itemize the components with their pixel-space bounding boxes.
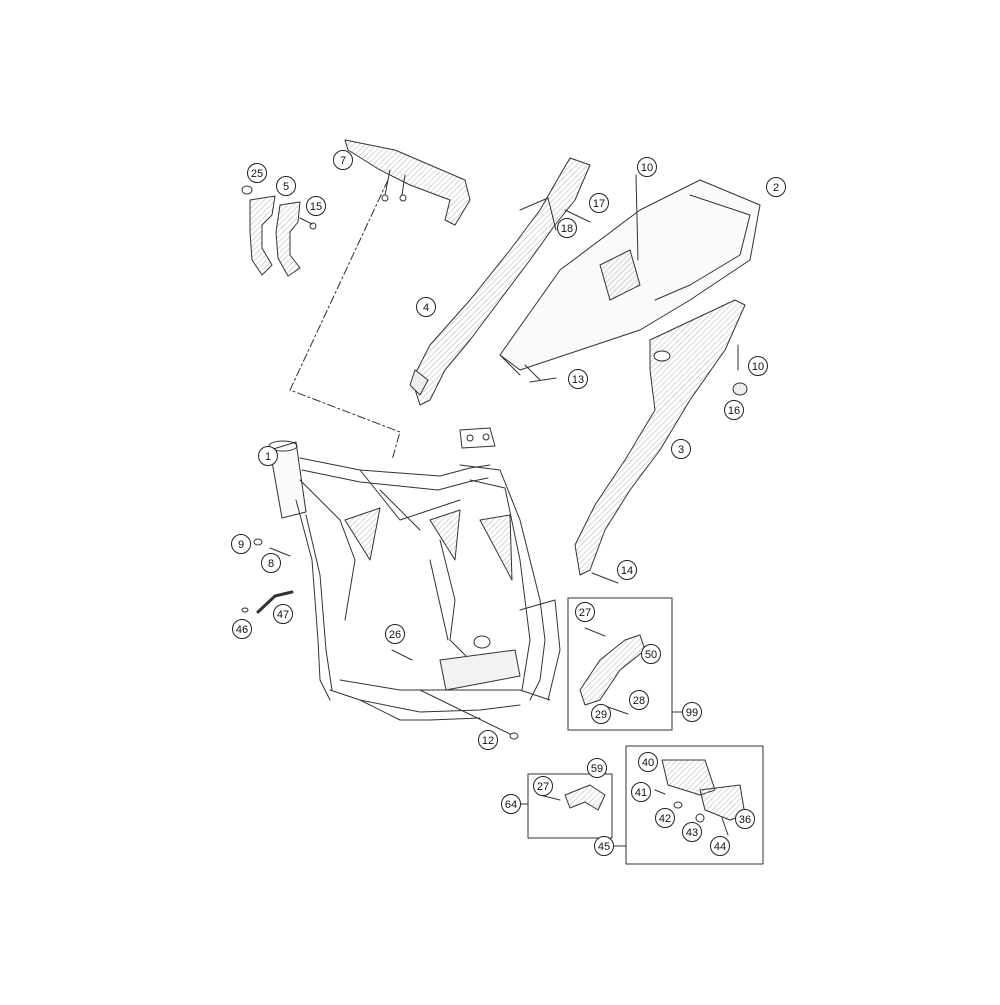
svg-text:18: 18 xyxy=(561,223,573,235)
callout-17: 17 xyxy=(589,193,609,213)
group-box-99 xyxy=(567,597,673,731)
callout-7: 7 xyxy=(333,150,353,170)
callout-2: 2 xyxy=(766,177,786,197)
callout-13: 13 xyxy=(568,369,588,389)
svg-text:42: 42 xyxy=(659,813,671,825)
svg-text:46: 46 xyxy=(236,624,248,636)
callout-10-right: 10 xyxy=(748,356,768,376)
svg-text:99: 99 xyxy=(686,707,698,719)
svg-text:44: 44 xyxy=(714,841,726,853)
callout-44: 44 xyxy=(710,836,730,856)
svg-text:10: 10 xyxy=(641,162,653,174)
callout-47: 47 xyxy=(273,604,293,624)
rear-subframe-cover xyxy=(499,179,761,381)
callout-41: 41 xyxy=(631,782,651,802)
svg-text:29: 29 xyxy=(595,709,607,721)
svg-text:17: 17 xyxy=(593,198,605,210)
callout-10-top: 10 xyxy=(637,157,657,177)
svg-text:4: 4 xyxy=(423,302,429,314)
callout-27-box64: 27 xyxy=(533,776,553,796)
svg-text:43: 43 xyxy=(686,827,698,839)
svg-text:64: 64 xyxy=(505,799,517,811)
svg-text:15: 15 xyxy=(310,201,322,213)
callout-16: 16 xyxy=(724,400,744,420)
frame-guard-part xyxy=(344,139,471,226)
callout-42: 42 xyxy=(655,808,675,828)
callout-59: 59 xyxy=(587,758,607,778)
svg-text:16: 16 xyxy=(728,405,740,417)
svg-text:59: 59 xyxy=(591,763,603,775)
svg-text:2: 2 xyxy=(773,182,779,194)
svg-text:25: 25 xyxy=(251,168,263,180)
callout-64: 64 xyxy=(501,794,521,814)
svg-text:26: 26 xyxy=(389,629,401,641)
chain-guide-plates xyxy=(241,185,317,277)
callout-9: 9 xyxy=(231,534,251,554)
main-frame xyxy=(268,427,561,721)
callout-18: 18 xyxy=(557,218,577,238)
svg-text:3: 3 xyxy=(678,444,684,456)
group-box-64 xyxy=(527,773,613,839)
callout-43: 43 xyxy=(682,822,702,842)
svg-text:45: 45 xyxy=(598,841,610,853)
callout-36: 36 xyxy=(735,809,755,829)
callout-28: 28 xyxy=(629,690,649,710)
callout-45: 45 xyxy=(594,836,614,856)
svg-text:10: 10 xyxy=(752,361,764,373)
callout-15: 15 xyxy=(306,196,326,216)
svg-text:14: 14 xyxy=(621,565,633,577)
group-box-45 xyxy=(625,745,764,865)
callout-26: 26 xyxy=(385,624,405,644)
svg-text:13: 13 xyxy=(572,374,584,386)
svg-text:9: 9 xyxy=(238,539,244,551)
svg-text:40: 40 xyxy=(642,757,654,769)
svg-text:28: 28 xyxy=(633,695,645,707)
svg-text:12: 12 xyxy=(482,735,494,747)
callout-3: 3 xyxy=(671,439,691,459)
footrest-parts xyxy=(654,759,746,836)
chain-slider-small xyxy=(539,784,606,811)
callout-46: 46 xyxy=(232,619,252,639)
callout-5: 5 xyxy=(276,176,296,196)
svg-text:8: 8 xyxy=(268,558,274,570)
svg-text:27: 27 xyxy=(537,781,549,793)
svg-text:47: 47 xyxy=(277,609,289,621)
callout-50: 50 xyxy=(641,644,661,664)
callout-12: 12 xyxy=(478,730,498,750)
svg-text:27: 27 xyxy=(579,607,591,619)
callout-29: 29 xyxy=(591,704,611,724)
svg-text:41: 41 xyxy=(635,787,647,799)
callout-14: 14 xyxy=(617,560,637,580)
callout-40: 40 xyxy=(638,752,658,772)
svg-text:7: 7 xyxy=(340,155,346,167)
callout-8: 8 xyxy=(261,553,281,573)
bolts xyxy=(241,174,739,740)
callout-4: 4 xyxy=(416,297,436,317)
subframe-left xyxy=(409,157,591,406)
callout-1: 1 xyxy=(258,446,278,466)
callout-27-box99: 27 xyxy=(575,602,595,622)
svg-text:1: 1 xyxy=(265,451,271,463)
callout-25: 25 xyxy=(247,163,267,183)
svg-text:50: 50 xyxy=(645,649,657,661)
svg-text:5: 5 xyxy=(283,181,289,193)
callout-99: 99 xyxy=(682,702,702,722)
svg-text:36: 36 xyxy=(739,814,751,826)
subframe-right xyxy=(574,299,748,576)
